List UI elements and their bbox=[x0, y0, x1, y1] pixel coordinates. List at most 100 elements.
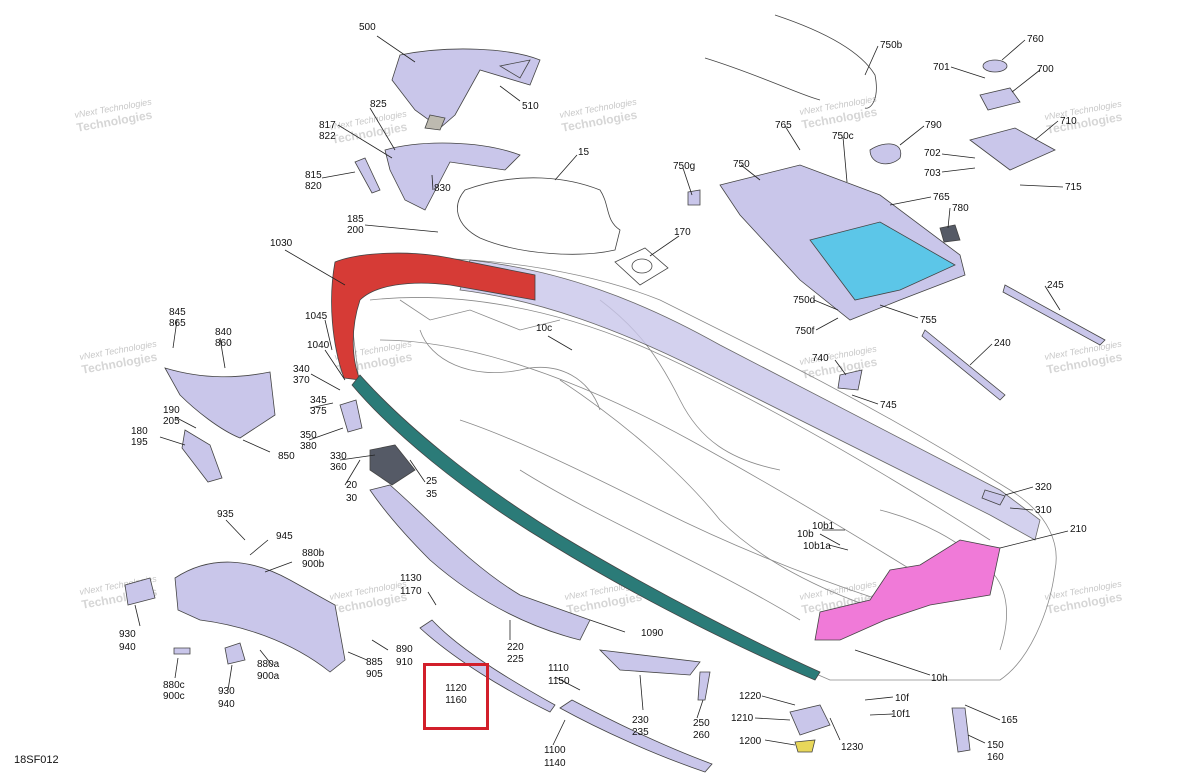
callout-710[interactable]: 710 bbox=[1060, 116, 1077, 127]
callout-235[interactable]: 235 bbox=[632, 727, 649, 738]
callout-20[interactable]: 20 bbox=[346, 480, 358, 491]
callout-890[interactable]: 890 bbox=[396, 644, 413, 655]
callout-240[interactable]: 240 bbox=[994, 338, 1011, 349]
callout-750d[interactable]: 750d bbox=[793, 295, 815, 306]
callout-10c[interactable]: 10c bbox=[536, 323, 552, 334]
callout-1130[interactable]: 1130 bbox=[400, 573, 422, 584]
callout-905[interactable]: 905 bbox=[366, 669, 383, 680]
callout-845[interactable]: 845 bbox=[169, 307, 186, 318]
callout-190[interactable]: 190 bbox=[163, 405, 180, 416]
callout-220[interactable]: 220 bbox=[507, 642, 524, 653]
callout-815[interactable]: 815 bbox=[305, 170, 322, 181]
callout-230[interactable]: 230 bbox=[632, 715, 649, 726]
callout-250[interactable]: 250 bbox=[693, 718, 710, 729]
callout-10b1[interactable]: 10b1 bbox=[812, 521, 835, 532]
callout-375[interactable]: 375 bbox=[310, 406, 327, 417]
callout-245[interactable]: 245 bbox=[1047, 280, 1064, 291]
callout-15[interactable]: 15 bbox=[578, 147, 590, 158]
callout-370[interactable]: 370 bbox=[293, 375, 310, 386]
callout-865[interactable]: 865 bbox=[169, 318, 186, 329]
callout-260[interactable]: 260 bbox=[693, 730, 710, 741]
callout-790[interactable]: 790 bbox=[925, 120, 942, 131]
callout-1170[interactable]: 1170 bbox=[400, 586, 422, 597]
callout-1230[interactable]: 1230 bbox=[841, 742, 864, 753]
callout-900c[interactable]: 900c bbox=[163, 691, 185, 702]
callout-205[interactable]: 205 bbox=[163, 416, 180, 427]
callout-765-b[interactable]: 765 bbox=[933, 192, 950, 203]
highlighted-callout-box[interactable]: 1120 1160 bbox=[423, 663, 489, 730]
callout-1045[interactable]: 1045 bbox=[305, 311, 328, 322]
callout-702[interactable]: 702 bbox=[924, 148, 941, 159]
callout-755[interactable]: 755 bbox=[920, 315, 937, 326]
callout-940-b[interactable]: 940 bbox=[218, 699, 235, 710]
callout-195[interactable]: 195 bbox=[131, 437, 148, 448]
callout-700[interactable]: 700 bbox=[1037, 64, 1054, 75]
callout-703[interactable]: 703 bbox=[924, 168, 941, 179]
callout-765-a[interactable]: 765 bbox=[775, 120, 792, 131]
callout-1100[interactable]: 1100 bbox=[544, 745, 566, 756]
callout-930-b[interactable]: 930 bbox=[218, 686, 235, 697]
callout-225[interactable]: 225 bbox=[507, 654, 524, 665]
callout-1150[interactable]: 1150 bbox=[548, 676, 570, 687]
callout-345[interactable]: 345 bbox=[310, 395, 327, 406]
callout-1040[interactable]: 1040 bbox=[307, 340, 330, 351]
callout-822[interactable]: 822 bbox=[319, 131, 336, 142]
callout-1200[interactable]: 1200 bbox=[739, 736, 762, 747]
callout-750g[interactable]: 750g bbox=[673, 161, 695, 172]
callout-880b[interactable]: 880b bbox=[302, 548, 325, 559]
callout-935[interactable]: 935 bbox=[217, 509, 234, 520]
callout-180[interactable]: 180 bbox=[131, 426, 148, 437]
callout-1220[interactable]: 1220 bbox=[739, 691, 762, 702]
callout-940-a[interactable]: 940 bbox=[119, 642, 136, 653]
callout-840[interactable]: 840 bbox=[215, 327, 232, 338]
callout-165[interactable]: 165 bbox=[1001, 715, 1018, 726]
callout-510[interactable]: 510 bbox=[522, 101, 539, 112]
callout-825[interactable]: 825 bbox=[370, 99, 387, 110]
callout-160[interactable]: 160 bbox=[987, 752, 1004, 763]
callout-150[interactable]: 150 bbox=[987, 740, 1004, 751]
callout-715[interactable]: 715 bbox=[1065, 182, 1082, 193]
callout-750c[interactable]: 750c bbox=[832, 131, 854, 142]
callout-780[interactable]: 780 bbox=[952, 203, 969, 214]
callout-310[interactable]: 310 bbox=[1035, 505, 1052, 516]
callout-745[interactable]: 745 bbox=[880, 400, 897, 411]
callout-945[interactable]: 945 bbox=[276, 531, 293, 542]
callout-701[interactable]: 701 bbox=[933, 62, 950, 73]
callout-10f1[interactable]: 10f1 bbox=[891, 709, 911, 720]
callout-340[interactable]: 340 bbox=[293, 364, 310, 375]
callout-880a[interactable]: 880a bbox=[257, 659, 280, 670]
callout-930-a[interactable]: 930 bbox=[119, 629, 136, 640]
callout-185[interactable]: 185 bbox=[347, 214, 364, 225]
callout-880c[interactable]: 880c bbox=[163, 680, 185, 691]
callout-820[interactable]: 820 bbox=[305, 181, 322, 192]
callout-740[interactable]: 740 bbox=[812, 353, 829, 364]
callout-1140[interactable]: 1140 bbox=[544, 758, 566, 769]
callout-1210[interactable]: 1210 bbox=[731, 713, 754, 724]
callout-380[interactable]: 380 bbox=[300, 441, 317, 452]
callout-760[interactable]: 760 bbox=[1027, 34, 1044, 45]
callout-850[interactable]: 850 bbox=[278, 451, 295, 462]
callout-860[interactable]: 860 bbox=[215, 338, 232, 349]
callout-30[interactable]: 30 bbox=[346, 493, 358, 504]
callout-350[interactable]: 350 bbox=[300, 430, 317, 441]
callout-35[interactable]: 35 bbox=[426, 489, 438, 500]
callout-330[interactable]: 330 bbox=[330, 451, 347, 462]
callout-885[interactable]: 885 bbox=[366, 657, 383, 668]
callout-210[interactable]: 210 bbox=[1070, 524, 1087, 535]
callout-750[interactable]: 750 bbox=[733, 159, 750, 170]
callout-500[interactable]: 500 bbox=[359, 22, 376, 33]
callout-320[interactable]: 320 bbox=[1035, 482, 1052, 493]
callout-10h[interactable]: 10h bbox=[931, 673, 948, 684]
callout-10b[interactable]: 10b bbox=[797, 529, 814, 540]
callout-817[interactable]: 817 bbox=[319, 120, 336, 131]
callout-170[interactable]: 170 bbox=[674, 227, 691, 238]
callout-10b1a[interactable]: 10b1a bbox=[803, 541, 831, 552]
callout-750f[interactable]: 750f bbox=[795, 326, 815, 337]
callout-10f[interactable]: 10f bbox=[895, 693, 909, 704]
callout-1110[interactable]: 1110 bbox=[548, 663, 569, 674]
callout-900a[interactable]: 900a bbox=[257, 671, 280, 682]
callout-1090[interactable]: 1090 bbox=[641, 628, 664, 639]
callout-360[interactable]: 360 bbox=[330, 462, 347, 473]
callout-1030[interactable]: 1030 bbox=[270, 238, 293, 249]
callout-910[interactable]: 910 bbox=[396, 657, 413, 668]
